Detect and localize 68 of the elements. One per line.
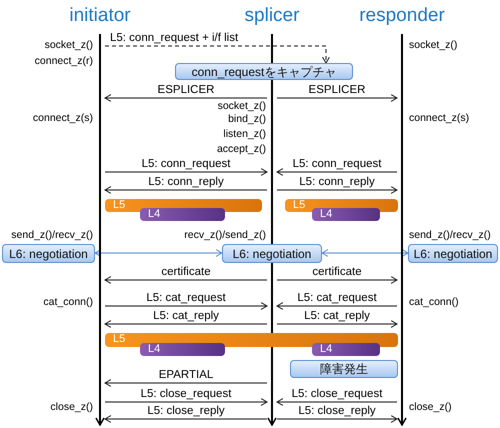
edge-label: L5: conn_reply <box>148 175 224 189</box>
edge-label: L5: close_reply <box>147 404 225 418</box>
participant-title: responder <box>359 4 445 28</box>
function-call: bind_z() <box>228 112 266 126</box>
layer-bar: L4 <box>312 343 380 356</box>
process-box: L6: negotiation <box>408 244 498 263</box>
edge-label: L5: close_reply <box>298 404 376 418</box>
function-call: close_z() <box>409 400 452 414</box>
message-arrow <box>276 415 398 423</box>
function-call: connect_z(r) <box>34 54 93 68</box>
lifeline <box>397 34 407 426</box>
edge-label: L5: cat_request <box>297 291 377 305</box>
double-arrow <box>322 249 408 257</box>
edge-label: L5: conn_request + i/f list <box>110 31 238 45</box>
edge-label: L5: conn_request <box>142 157 230 171</box>
message-arrow <box>276 302 398 310</box>
edge-label: certificate <box>312 265 362 279</box>
edge-label: ESPLICER <box>158 83 214 97</box>
function-call: socket_z() <box>218 99 266 113</box>
layer-bar: L4 <box>140 343 225 356</box>
edge-label: L5: close_request <box>292 387 382 401</box>
message-arrow <box>276 276 398 284</box>
message-arrow <box>276 398 398 406</box>
function-call: recv_z()/send_z() <box>184 228 266 242</box>
function-call: send_z()/recv_z() <box>409 228 491 242</box>
edge-label: L5: conn_reply <box>299 175 375 189</box>
process-box: 障害発生 <box>290 360 398 378</box>
edge-label: L5: close_request <box>140 387 232 401</box>
edge-label: L5: cat_reply <box>304 309 370 323</box>
participant-title: splicer <box>244 4 300 28</box>
double-arrow <box>94 249 222 257</box>
message-arrow <box>276 320 398 328</box>
function-call: connect_z(s) <box>409 111 470 125</box>
message-arrow <box>276 168 398 176</box>
message-arrow <box>104 186 268 194</box>
message-arrow <box>276 94 398 102</box>
edge-label: L5: cat_request <box>146 291 226 305</box>
participant-title: initiator <box>69 4 131 28</box>
edge-label: L5: cat_reply <box>153 309 219 323</box>
message-arrow <box>104 168 268 176</box>
function-call: send_z()/recv_z() <box>11 228 93 242</box>
message-arrow <box>104 46 330 64</box>
message-arrow <box>104 398 268 406</box>
message-arrow <box>104 302 268 310</box>
process-box: L6: negotiation <box>222 244 322 263</box>
function-call: connect_z(s) <box>32 111 93 125</box>
message-arrow <box>104 276 268 284</box>
function-call: listen_z() <box>223 127 266 141</box>
edge-label: certificate <box>161 265 211 279</box>
message-arrow <box>104 379 268 387</box>
function-call: cat_conn() <box>409 295 459 309</box>
message-arrow <box>104 320 268 328</box>
message-arrow <box>276 186 398 194</box>
process-box: L6: negotiation <box>2 244 95 263</box>
edge-label: ESPLICER <box>308 83 366 97</box>
message-arrow <box>104 415 268 423</box>
message-arrow <box>104 94 268 102</box>
layer-bar: L4 <box>312 208 380 221</box>
layer-bar: L4 <box>140 208 225 221</box>
process-box: conn_requestをキャプチャ <box>175 63 353 80</box>
function-call: close_z() <box>50 400 93 414</box>
edge-label: L5: conn_request <box>292 157 382 171</box>
function-call: socket_z() <box>409 38 458 52</box>
edge-label: EPARTIAL <box>158 368 214 382</box>
function-call: cat_conn() <box>43 295 93 309</box>
function-call: socket_z() <box>44 38 93 52</box>
lifeline <box>95 34 105 426</box>
function-call: accept_z() <box>216 142 266 156</box>
